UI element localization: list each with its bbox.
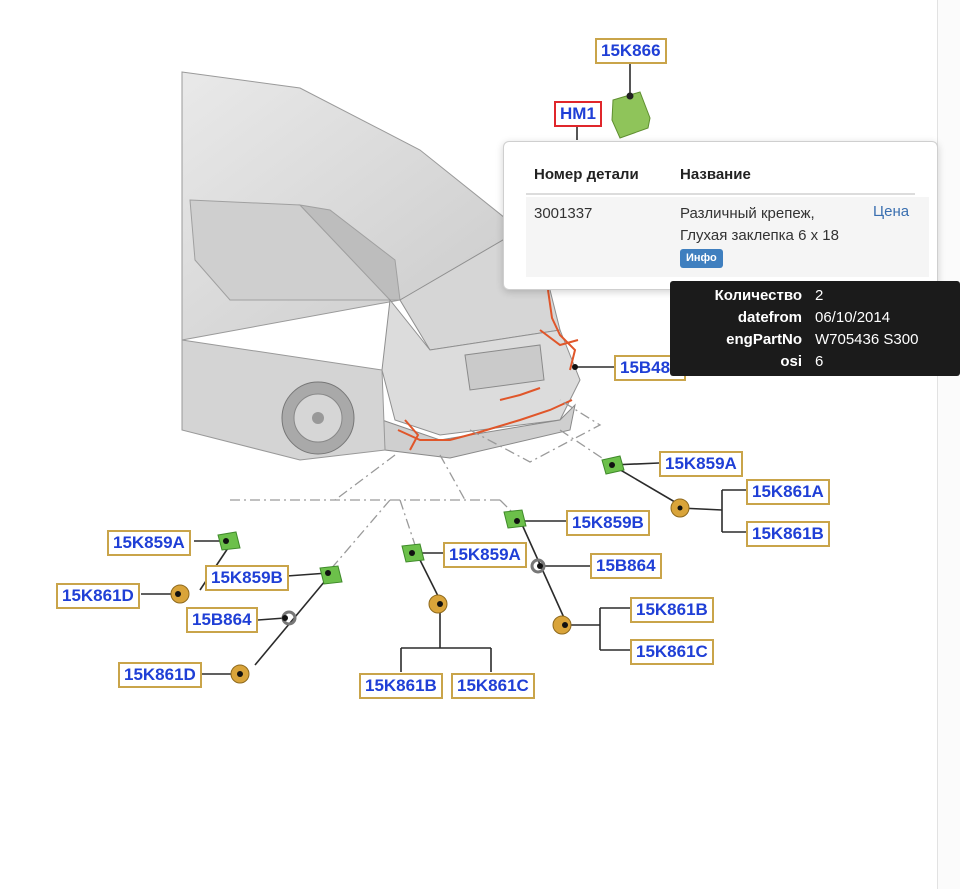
callout-15k861d-left[interactable]: 15K861D	[56, 583, 140, 609]
callout-15k861a-right[interactable]: 15K861A	[746, 479, 830, 505]
callout-15k859a-middle[interactable]: 15K859A	[443, 542, 527, 568]
wiring-harness	[397, 289, 579, 451]
tooltip-value-quantity: 2	[815, 287, 824, 304]
callout-15k861b-middle[interactable]: 15K861B	[359, 673, 443, 699]
callout-15k861b-lower-right[interactable]: 15K861B	[630, 597, 714, 623]
callout-15b864-left[interactable]: 15B864	[186, 607, 258, 633]
header-part-number: Номер детали	[534, 166, 639, 183]
vehicle-illustration	[181, 71, 581, 461]
tooltip-value-engpartno: W705436 S300	[815, 331, 919, 348]
callout-15k861c-lower-right[interactable]: 15K861C	[630, 639, 714, 665]
module-15k866	[611, 91, 651, 139]
info-tooltip: Количество 2 datefrom 06/10/2014 engPart…	[670, 281, 960, 376]
callout-15k859a-right[interactable]: 15K859A	[659, 451, 743, 477]
leader-dots	[175, 364, 683, 677]
part-number-value: 3001337	[534, 205, 593, 222]
callout-15b864-middle[interactable]: 15B864	[590, 553, 662, 579]
tooltip-value-osi: 6	[815, 353, 824, 370]
tooltip-key-quantity: Количество	[714, 287, 802, 304]
part-row	[526, 197, 929, 277]
callout-15k866[interactable]: 15K866	[595, 38, 667, 64]
info-button[interactable]: Инфо	[680, 249, 723, 268]
callout-hm1-selected[interactable]: HM1	[554, 101, 602, 127]
scrollbar-gutter[interactable]	[938, 0, 960, 889]
tooltip-key-datefrom: datefrom	[737, 309, 802, 326]
part-popover: Номер детали Название 3001337 Различный …	[503, 141, 938, 290]
callout-15k861b-right[interactable]: 15K861B	[746, 521, 830, 547]
tooltip-value-datefrom: 06/10/2014	[815, 309, 891, 326]
part-name-line2: Глухая заклепка 6 x 18	[680, 227, 839, 244]
header-name: Название	[680, 166, 751, 183]
price-link[interactable]: Цена	[873, 203, 910, 220]
callout-15k861d-lower[interactable]: 15K861D	[118, 662, 202, 688]
callout-15k859a-left[interactable]: 15K859A	[107, 530, 191, 556]
tooltip-key-engpartno: engPartNo	[726, 331, 802, 348]
callout-15k859b-middle[interactable]: 15K859B	[566, 510, 650, 536]
callout-15k861c-middle[interactable]: 15K861C	[451, 673, 535, 699]
callout-15k859b-left[interactable]: 15K859B	[205, 565, 289, 591]
header-divider	[526, 193, 915, 195]
tooltip-key-osi: osi	[780, 353, 802, 370]
page-divider	[937, 0, 938, 889]
part-name-line1: Различный крепеж,	[680, 205, 815, 222]
